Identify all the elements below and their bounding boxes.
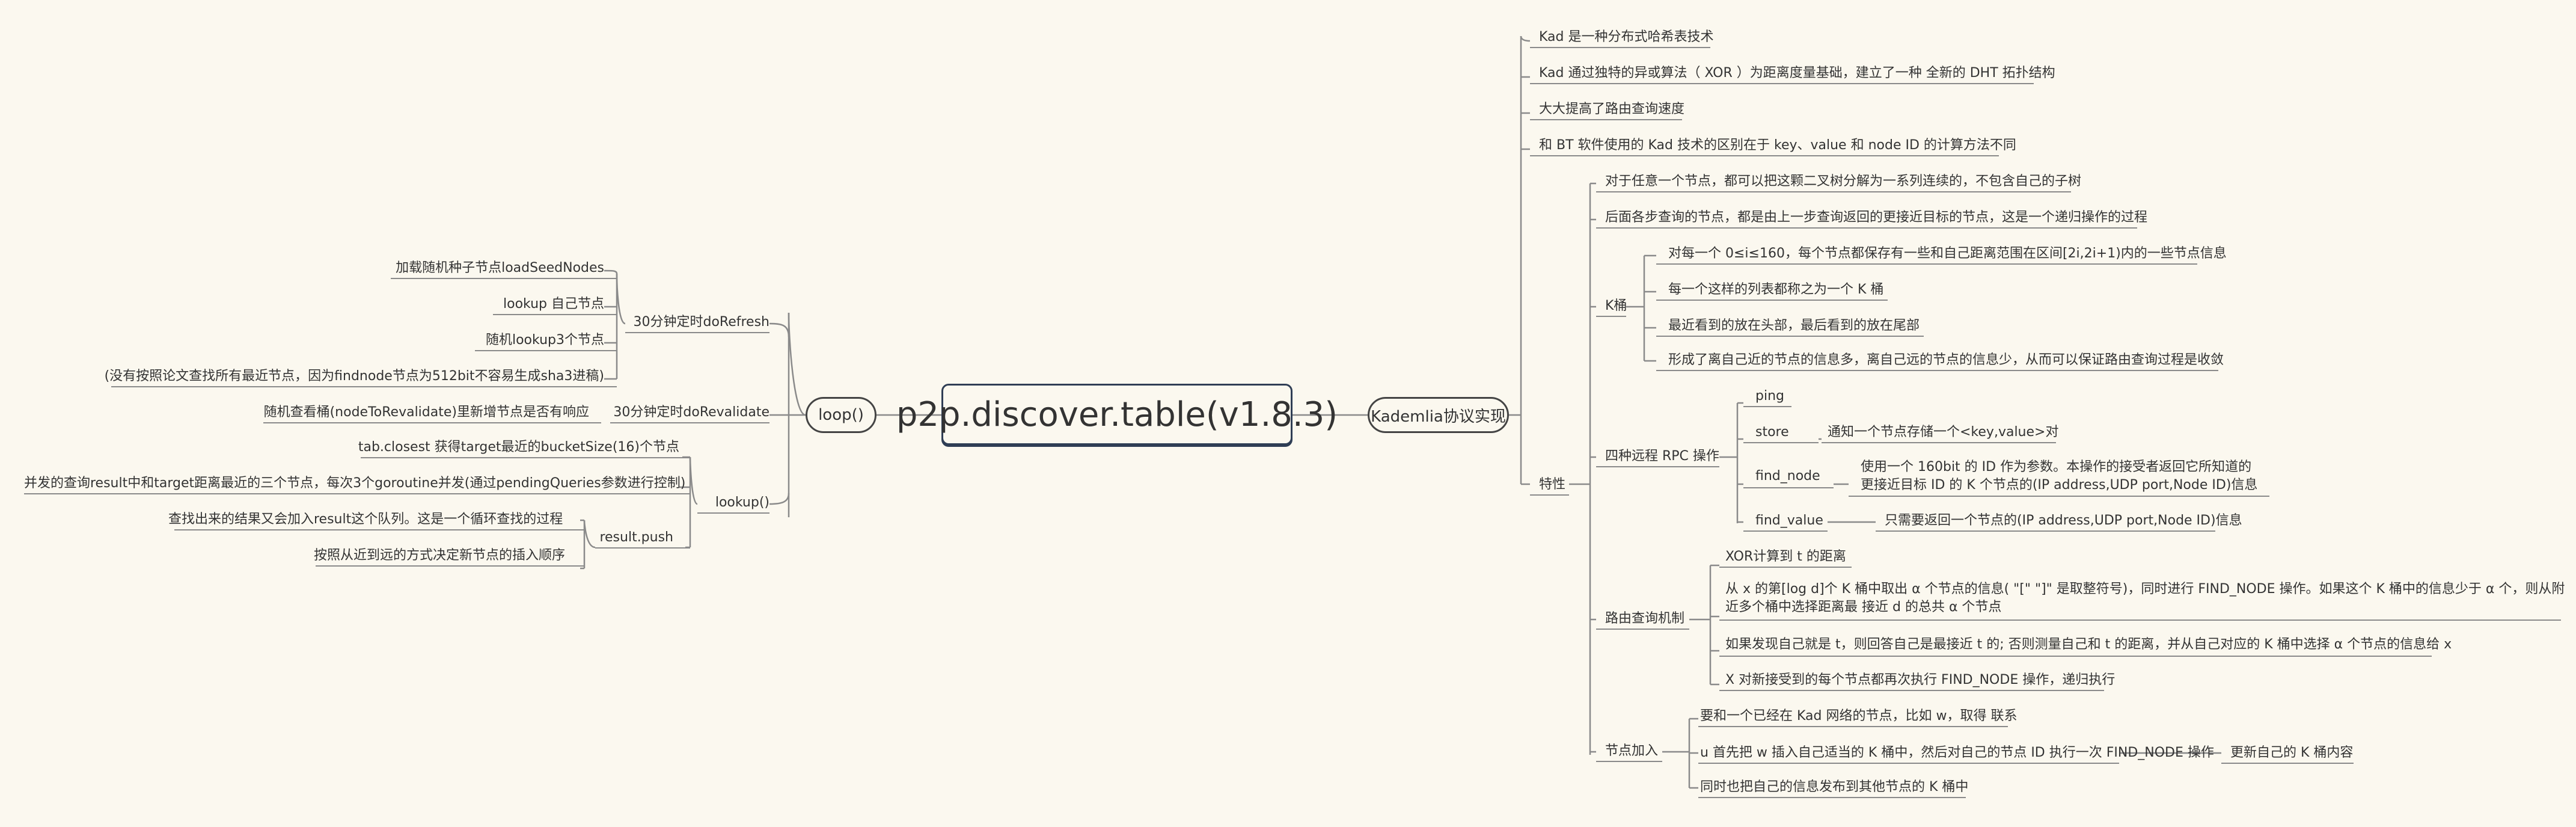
rpc-op-findvalue-desc[interactable]: 只需要返回一个节点的(IP address,UDP port,Node ID)信… (1885, 513, 2242, 528)
result-push-label[interactable]: result.push (599, 530, 673, 545)
join-underline (1596, 761, 1662, 762)
rpc-op-findnode-desc-line (1849, 496, 2269, 497)
join-label[interactable]: 节点加入 (1605, 743, 1659, 758)
lookup-item-1[interactable]: tab.closest 获得target最近的bucketSize(16)个节点 (358, 440, 679, 455)
dorefresh-item-3[interactable]: 随机lookup3个节点 (485, 333, 604, 348)
lookup-label[interactable]: lookup() (715, 495, 769, 510)
result-push-item-2[interactable]: 按照从近到远的方式决定新节点的插入顺序 (313, 548, 565, 563)
dorefresh-underline (625, 332, 769, 333)
rpc-op-store-desc-line (1822, 442, 2056, 443)
intro-item-3-line (1530, 119, 1682, 120)
result-push-item-1-line (174, 529, 584, 530)
lookup-item-2-line (24, 493, 690, 494)
join-item-1[interactable]: 要和一个已经在 Kad 网络的节点，比如 w，取得 联系 (1700, 709, 2018, 724)
rpc-op-findnode[interactable]: find_node (1755, 469, 1820, 484)
rpc-op-ping-line (1743, 406, 1791, 407)
rpc-label[interactable]: 四种远程 RPC 操作 (1605, 449, 1719, 464)
intro-item-4[interactable]: 和 BT 软件使用的 Kad 技术的区别在于 key、value 和 node … (1539, 138, 2016, 153)
join-item-1-line (1698, 726, 2008, 727)
join-item-2-line (1698, 763, 2119, 764)
features-label[interactable]: 特性 (1539, 477, 1566, 492)
routing-item-1-line (1719, 567, 1852, 568)
join-item-3-line (1698, 797, 1966, 798)
routing-item-4-line (1719, 690, 2104, 691)
routing-item-3[interactable]: 如果发现自己就是 t，则回答自己是最接近 t 的; 否则测量自己和 t 的距离，… (1725, 637, 2452, 652)
dorefresh-item-1-line (391, 278, 617, 279)
join-item-3[interactable]: 同时也把自己的信息发布到其他节点的 K 桶中 (1700, 779, 1969, 795)
result-push-underline (595, 547, 690, 549)
dorefresh-label[interactable]: 30分钟定时doRefresh (633, 315, 770, 330)
intro-item-1-line (1530, 47, 1710, 48)
intro-item-3[interactable]: 大大提高了路由查询速度 (1539, 102, 1685, 117)
dorefresh-item-4-line (111, 386, 617, 387)
rpc-op-store-line (1743, 442, 1819, 443)
dorevalidate-underline (610, 422, 769, 423)
rpc-op-findnode-line (1743, 487, 1834, 488)
rpc-op-findvalue-desc-line (1876, 530, 2215, 532)
routing-item-2[interactable]: 从 x 的第[log d]个 K 桶中取出 α 个节点的信息( "[" "]" … (1725, 582, 2565, 615)
rpc-op-findvalue-line (1743, 530, 1828, 532)
features-top-2-line (1596, 227, 2137, 229)
kbucket-item-1[interactable]: 对每一个 0≤i≤160，每个节点都保存有一些和自己距离范围在区间[2i,2i+… (1668, 246, 2227, 261)
routing-label[interactable]: 路由查询机制 (1605, 611, 1685, 626)
dorefresh-item-2[interactable]: lookup 自己节点 (503, 297, 604, 312)
kbucket-item-4[interactable]: 形成了离自己近的节点的信息多，离自己远的节点的信息少，从而可以保证路由查询过程是… (1668, 352, 2224, 367)
features-top-1-line (1596, 191, 2071, 192)
root-topic[interactable]: p2p.discover.table(v1.8.3) (896, 384, 1338, 445)
features-top-2[interactable]: 后面各步查询的节点，都是由上一步查询返回的更接近目标的节点，这是一个递归操作的过… (1605, 210, 2148, 225)
rpc-op-store[interactable]: store (1755, 425, 1789, 440)
dorevalidate-item[interactable]: 随机查看桶(nodeToRevalidate)里新增节点是否有响应 (263, 405, 589, 420)
rpc-op-findnode-desc[interactable]: 使用一个 160bit 的 ID 作为参数。本操作的接受者返回它所知道的更接近目… (1861, 460, 2258, 493)
rpc-op-findvalue[interactable]: find_value (1755, 513, 1823, 528)
intro-item-4-line (1530, 155, 1999, 156)
lookup-item-1-line (361, 457, 690, 458)
routing-underline (1596, 629, 1689, 630)
kbucket-item-4-line (1656, 370, 2218, 371)
kbucket-item-1-line (1656, 263, 2197, 265)
kbucket-item-3-line (1656, 336, 1924, 337)
dorevalidate-label[interactable]: 30分钟定时doRevalidate (613, 405, 769, 420)
join-item-2[interactable]: u 首先把 w 插入自己适当的 K 桶中，然后对自己的节点 ID 执行一次 FI… (1700, 745, 2214, 760)
routing-item-4[interactable]: X 对新接受到的每个节点都再次执行 FIND_NODE 操作，递归执行 (1725, 672, 2116, 687)
routing-item-1[interactable]: XOR计算到 t 的距离 (1725, 549, 1846, 564)
dorefresh-item-1[interactable]: 加载随机种子节点loadSeedNodes (396, 260, 604, 275)
lookup-underline (697, 512, 769, 514)
kbucket-item-2-line (1656, 300, 1888, 301)
dorefresh-item-2-line (493, 314, 617, 315)
features-underline (1530, 494, 1569, 496)
routing-item-2-line (1719, 619, 2561, 621)
dorevalidate-item-line (263, 422, 601, 423)
kbucket-underline (1596, 316, 1626, 317)
kademlia-node[interactable]: Kademlia协议实现 (1368, 397, 1509, 433)
intro-item-2[interactable]: Kad 通过独特的异或算法（ XOR ）为距离度量基础，建立了一种 全新的 DH… (1539, 66, 2055, 81)
rpc-op-ping[interactable]: ping (1755, 389, 1784, 404)
rpc-op-store-desc[interactable]: 通知一个节点存储一个<key,value>对 (1828, 425, 2059, 440)
join-sub[interactable]: 更新自己的 K 桶内容 (2230, 745, 2354, 760)
routing-item-3-line (1719, 656, 2432, 657)
result-push-item-1[interactable]: 查找出来的结果又会加入result这个队列。这是一个循环查找的过程 (168, 512, 563, 527)
intro-item-2-line (1530, 83, 2034, 84)
join-sub-line (2221, 763, 2354, 764)
dorefresh-item-3-line (475, 350, 617, 351)
kbucket-item-3[interactable]: 最近看到的放在头部，最后看到的放在尾部 (1668, 318, 1920, 333)
result-push-item-2-line (316, 565, 584, 567)
lookup-item-2[interactable]: 并发的查询result中和target距离最近的三个节点，每次3个gorouti… (24, 476, 686, 491)
rpc-underline (1596, 466, 1719, 467)
loop-node[interactable]: loop() (806, 397, 877, 433)
intro-item-1[interactable]: Kad 是一种分布式哈希表技术 (1539, 29, 1714, 45)
kbucket-item-2[interactable]: 每一个这样的列表都称之为一个 K 桶 (1668, 282, 1884, 297)
dorefresh-item-4[interactable]: (没有按照论文查找所有最近节点，因为findnode节点为512bit不容易生成… (104, 369, 604, 384)
kbucket-label[interactable]: K桶 (1605, 298, 1627, 313)
features-top-1[interactable]: 对于任意一个节点，都可以把这颗二叉树分解为一系列连续的，不包含自己的子树 (1605, 174, 2082, 189)
